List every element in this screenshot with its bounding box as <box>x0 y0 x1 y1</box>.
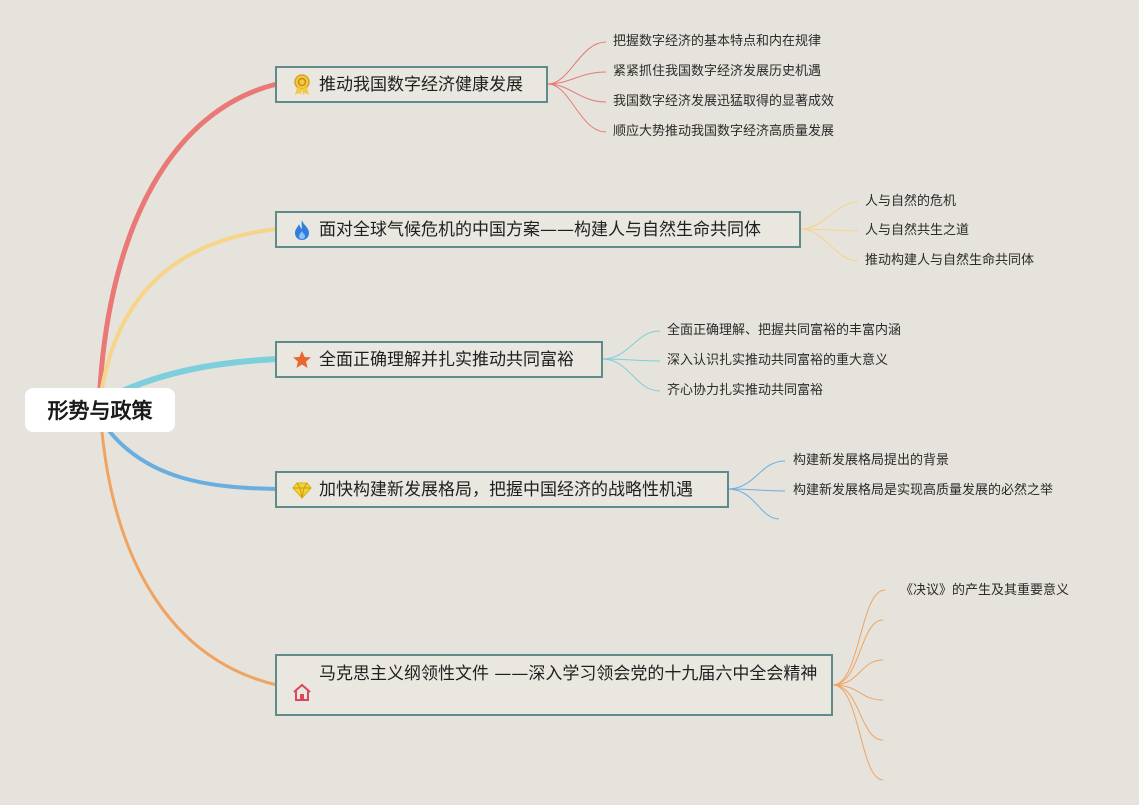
leaf-2-2[interactable]: 人与自然共生之道 <box>865 223 970 238</box>
leaf-3-2[interactable]: 深入认识扎实推动共同富裕的重大意义 <box>667 353 889 368</box>
branch-topic-2[interactable]: 面对全球气候危机的中国方案——构建人与自然生命共同体 <box>275 211 801 248</box>
branch-topic-3-label: 全面正确理解并扎实推动共同富裕 <box>319 349 574 370</box>
branch-3-leaf-connectors <box>601 330 661 392</box>
leaf-1-4[interactable]: 顺应大势推动我国数字经济高质量发展 <box>613 124 835 139</box>
branch-topic-1[interactable]: 推动我国数字经济健康发展 <box>275 66 548 103</box>
connector-branch-1 <box>97 81 280 391</box>
leaf-1-2[interactable]: 紧紧抓住我国数字经济发展历史机遇 <box>613 64 822 79</box>
leaf-4-2[interactable]: 构建新发展格局是实现高质量发展的必然之举 <box>793 483 1054 498</box>
leaf-4-1[interactable]: 构建新发展格局提出的背景 <box>793 453 950 468</box>
branch-5-leaf-connectors <box>832 589 886 781</box>
branch-topic-4-label: 加快构建新发展格局，把握中国经济的战略性机遇 <box>319 479 693 500</box>
leaf-1-1[interactable]: 把握数字经济的基本特点和内在规律 <box>613 34 822 49</box>
leaf-5-1[interactable]: 《决议》的产生及其重要意义 <box>900 583 1070 598</box>
branch-topic-5[interactable]: 马克思主义纲领性文件 ——深入学习领会党的十九届六中全会精神 <box>275 654 833 716</box>
leaf-1-3[interactable]: 我国数字经济发展迅猛取得的显著成效 <box>613 94 835 109</box>
leaf-3-3[interactable]: 齐心协力扎实推动共同富裕 <box>667 383 824 398</box>
leaf-2-3[interactable]: 推动构建人与自然生命共同体 <box>865 253 1035 268</box>
branch-topic-4[interactable]: 加快构建新发展格局，把握中国经济的战略性机遇 <box>275 471 729 508</box>
home-icon <box>291 681 313 703</box>
leaf-3-1[interactable]: 全面正确理解、把握共同富裕的丰富内涵 <box>667 323 902 338</box>
connector-branch-2 <box>100 227 279 390</box>
diamond-icon <box>291 479 313 501</box>
branch-1-leaf-connectors <box>547 41 607 133</box>
branch-topic-3[interactable]: 全面正确理解并扎实推动共同富裕 <box>275 341 603 378</box>
branch-2-leaf-connectors <box>799 201 859 262</box>
connector-branch-4 <box>108 430 279 491</box>
leaf-2-1[interactable]: 人与自然的危机 <box>865 194 957 209</box>
star-icon <box>291 349 313 371</box>
branch-topic-1-label: 推动我国数字经济健康发展 <box>319 74 523 95</box>
connector-branch-5 <box>100 430 279 687</box>
root-topic[interactable]: 形势与政策 <box>25 388 175 432</box>
branch-topic-2-label: 面对全球气候危机的中国方案——构建人与自然生命共同体 <box>319 219 761 240</box>
branch-topic-5-label: 马克思主义纲领性文件 ——深入学习领会党的十九届六中全会精神 <box>319 664 818 684</box>
award-ribbon-icon <box>291 73 313 96</box>
connector-branch-3 <box>117 356 280 395</box>
branch-4-leaf-connectors <box>727 460 786 520</box>
root-topic-label: 形势与政策 <box>47 399 153 423</box>
flame-icon <box>291 219 313 241</box>
